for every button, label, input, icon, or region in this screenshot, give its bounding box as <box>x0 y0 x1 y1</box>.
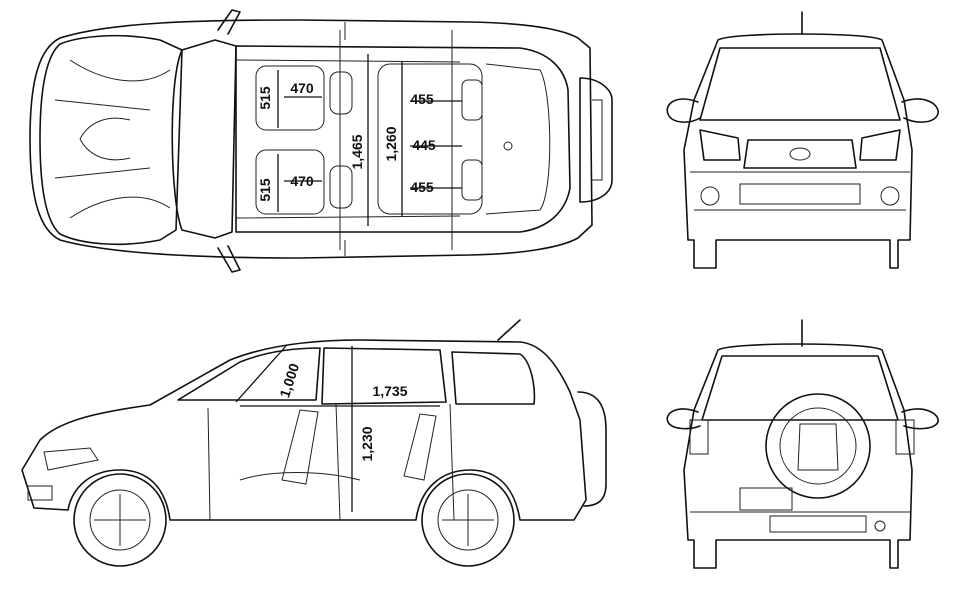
dim-cabin-rear-width: 1,260 <box>383 126 399 161</box>
dim-rear-left-seat: 455 <box>410 91 434 107</box>
dim-cabin-front-width: 1,465 <box>349 134 365 169</box>
rear-view <box>666 319 939 569</box>
dim-rear-right-seat: 455 <box>410 179 434 195</box>
front-view <box>666 11 939 269</box>
dim-headroom: 1,000 <box>276 361 302 399</box>
dim-front-right-width: 515 <box>257 178 273 202</box>
top-view: 515 470 515 470 1,465 1,260 455 445 455 <box>29 9 613 273</box>
dim-front-right-seat: 470 <box>290 173 314 189</box>
dim-rear-center-seat: 445 <box>412 137 436 153</box>
dim-front-left-seat: 470 <box>290 80 314 96</box>
dim-front-left-width: 515 <box>257 86 273 110</box>
dim-cabin-height: 1,230 <box>359 426 375 461</box>
dim-cabin-length: 1,735 <box>372 383 407 399</box>
side-view: 1,000 1,735 1,230 <box>21 319 607 567</box>
